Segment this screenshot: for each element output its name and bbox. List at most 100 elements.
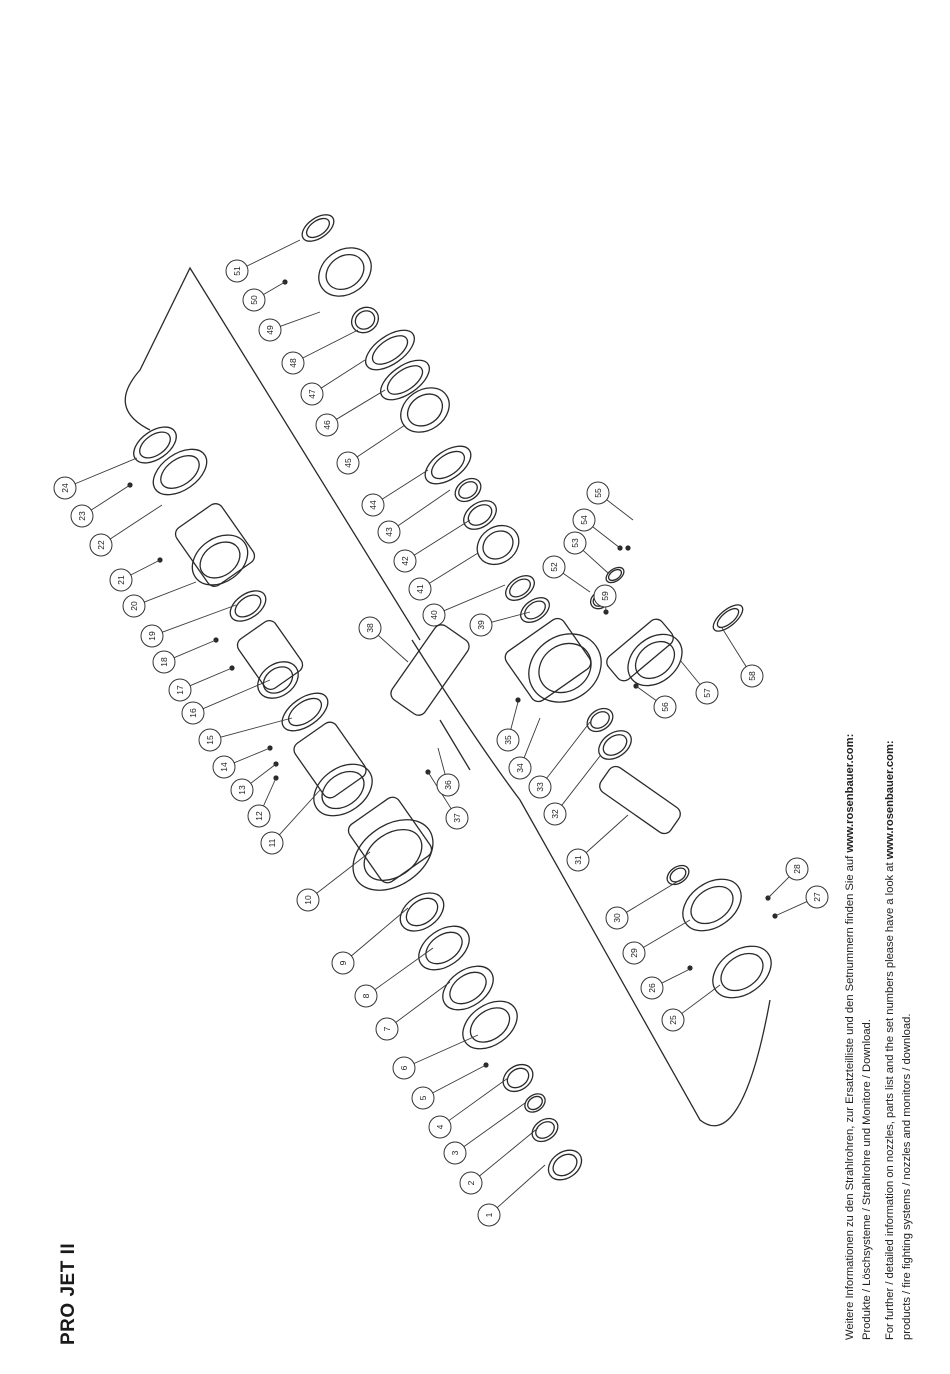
part-ring-inner-15: [160, 455, 200, 489]
callout-label-56: 56: [660, 702, 670, 712]
leader-line-22: [109, 504, 163, 540]
leader-line-50: [263, 281, 286, 295]
leader-line-38: [377, 634, 409, 663]
part-ring-6: [442, 965, 494, 1011]
callout-label-9: 9: [338, 960, 348, 965]
leader-line-53: [582, 550, 609, 574]
callout-circle-47: [300, 382, 324, 406]
callout-circle-17: [168, 678, 192, 702]
leader-line-32: [561, 755, 601, 806]
callout-29: 29: [622, 941, 646, 965]
part-ring-23: [424, 445, 472, 485]
part-body-4: [347, 796, 433, 884]
part-fastener-16: [687, 965, 693, 971]
leader-line-55: [606, 499, 634, 521]
callout-circle-49: [258, 318, 282, 342]
callout-45: 45: [336, 451, 360, 475]
callout-circle-58: [740, 664, 764, 688]
callout-circle-45: [336, 451, 360, 475]
parts-layer: [124, 214, 778, 1181]
callout-label-45: 45: [343, 458, 353, 468]
callout-label-39: 39: [476, 620, 486, 630]
callout-38: 38: [358, 616, 382, 640]
callout-3: 3: [443, 1141, 467, 1165]
part-ring-inner-11: [287, 697, 323, 727]
callout-circle-51: [225, 259, 249, 283]
callout-label-12: 12: [254, 811, 264, 821]
leader-line-54: [592, 526, 621, 549]
callout-26: 26: [640, 976, 664, 1000]
footer-de-link[interactable]: www.rosenbauer.com:: [844, 733, 856, 853]
callout-42: 42: [393, 549, 417, 573]
leader-line-4: [448, 1077, 509, 1121]
callout-circle-32: [543, 802, 567, 826]
callout-label-10: 10: [303, 895, 313, 905]
callout-label-3: 3: [450, 1150, 460, 1155]
callout-59: 59: [593, 584, 617, 608]
leader-line-5: [432, 1064, 487, 1094]
part-ring-10: [313, 763, 373, 817]
callout-circle-59: [593, 584, 617, 608]
callout-circle-10: [296, 888, 320, 912]
callout-circle-55: [586, 481, 610, 505]
callout-label-15: 15: [205, 735, 215, 745]
leader-line-7: [395, 981, 451, 1023]
callout-circle-29: [622, 941, 646, 965]
callout-39: 39: [469, 613, 493, 637]
part-ring-28: [520, 597, 550, 623]
leader-line-8: [374, 947, 434, 990]
footer-en-link[interactable]: www.rosenbauer.com:: [884, 740, 896, 860]
callout-34: 34: [508, 756, 532, 780]
callout-label-26: 26: [647, 983, 657, 993]
part-ring-19: [350, 306, 380, 334]
part-ring-inner-4: [506, 1067, 530, 1089]
leader-line-19: [162, 604, 237, 633]
part-ring-3: [524, 1093, 546, 1113]
callout-label-59: 59: [600, 591, 610, 601]
callout-13: 13: [230, 778, 254, 802]
callout-label-58: 58: [747, 671, 757, 681]
callout-label-38: 38: [365, 623, 375, 633]
part-ring-15: [152, 448, 208, 496]
part-ring-inner-38: [716, 607, 740, 629]
callout-28: 28: [785, 857, 809, 881]
part-ring-inner-24: [458, 481, 478, 499]
callout-43: 43: [377, 520, 401, 544]
leader-line-15: [220, 717, 293, 738]
part-ring-12: [257, 661, 299, 699]
callout-circle-5: [411, 1086, 435, 1110]
callout-label-27: 27: [812, 892, 822, 902]
callout-label-14: 14: [219, 762, 229, 772]
callout-49: 49: [258, 318, 282, 342]
callout-label-29: 29: [629, 948, 639, 958]
callout-label-42: 42: [400, 556, 410, 566]
callout-label-2: 2: [466, 1180, 476, 1185]
callout-circle-41: [408, 577, 432, 601]
leader-line-28: [767, 876, 790, 899]
callout-17: 17: [168, 678, 192, 702]
callout-48: 48: [281, 351, 305, 375]
part-ring-inner-26: [482, 530, 514, 560]
leader-line-56: [635, 685, 657, 701]
footer-en-path: products / fire fighting systems / nozzl…: [901, 1013, 913, 1340]
callout-37: 37: [445, 806, 469, 830]
callout-51: 51: [225, 259, 249, 283]
callout-circle-21: [109, 568, 133, 592]
callout-label-7: 7: [382, 1026, 392, 1031]
callout-circle-36: [436, 773, 460, 797]
leader-line-44: [382, 469, 429, 500]
leader-line-6: [413, 1034, 479, 1064]
callout-label-49: 49: [265, 325, 275, 335]
callout-21: 21: [109, 568, 133, 592]
callout-label-33: 33: [535, 782, 545, 792]
callout-label-46: 46: [322, 420, 332, 430]
callout-circle-6: [392, 1056, 416, 1080]
leader-line-47: [321, 359, 366, 389]
callout-27: 27: [805, 885, 829, 909]
callout-label-23: 23: [77, 511, 87, 521]
part-ring-inner-30: [590, 711, 610, 729]
part-ring-16: [133, 426, 177, 464]
leader-line-23: [90, 484, 131, 511]
part-ring-11: [281, 692, 329, 732]
callout-12: 12: [247, 804, 271, 828]
